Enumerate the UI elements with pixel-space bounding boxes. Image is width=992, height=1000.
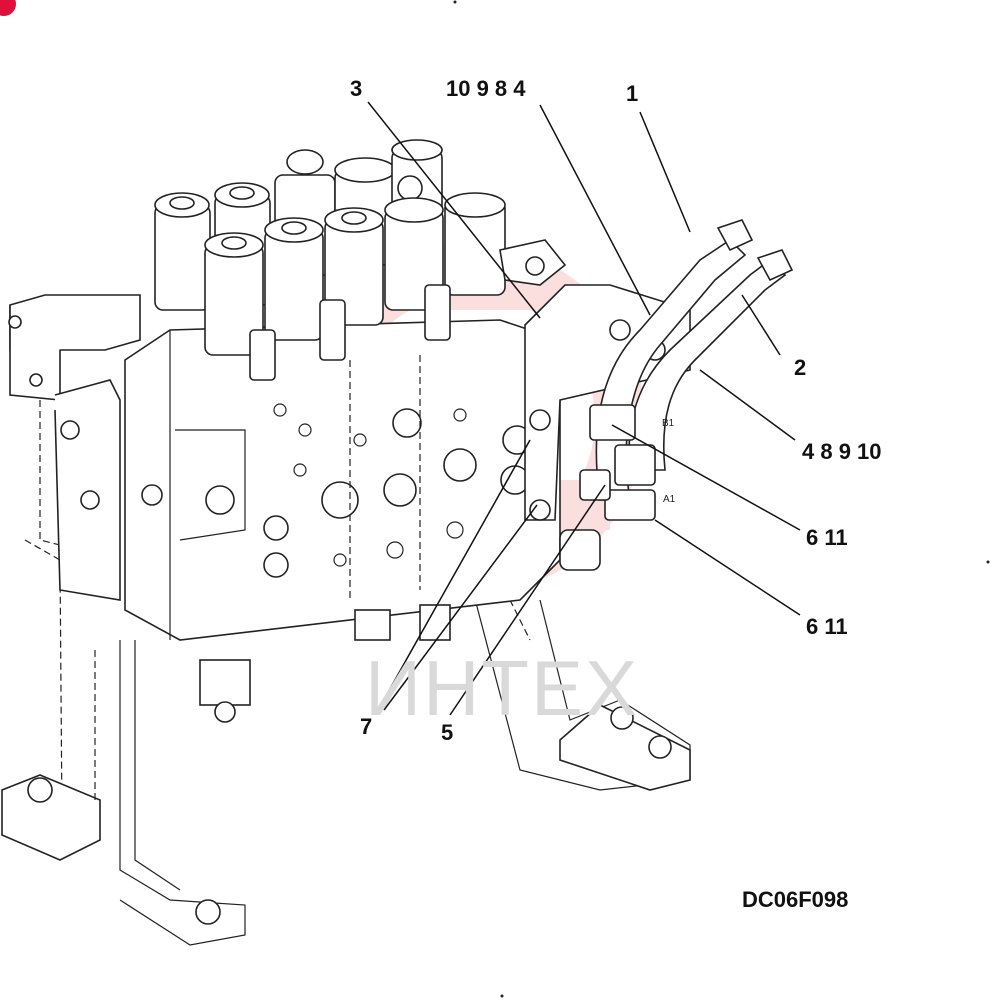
callout-3: 3 bbox=[350, 76, 362, 101]
dot-mark bbox=[453, 0, 457, 4]
dot-mark bbox=[500, 994, 504, 998]
corner-mark bbox=[0, 0, 16, 16]
dot-mark bbox=[986, 560, 990, 564]
bottom-fittings bbox=[199, 529, 601, 723]
left-end-block bbox=[8, 294, 141, 601]
callout-10-9-8-4: 10 9 8 4 bbox=[446, 76, 526, 101]
port-label-b1: B1 bbox=[662, 418, 675, 429]
port-label-a1: A1 bbox=[663, 494, 676, 505]
callout-5: 5 bbox=[441, 720, 453, 745]
drawing-code: DC06F098 bbox=[742, 887, 848, 912]
callout-6-11-upper: 6 11 bbox=[806, 525, 848, 550]
callout-6-11-lower: 6 11 bbox=[806, 614, 848, 639]
watermark-text: ИНТЕХ bbox=[365, 644, 639, 732]
callout-2: 2 bbox=[794, 355, 806, 380]
left-mount-bracket bbox=[1, 539, 246, 946]
callout-1: 1 bbox=[626, 81, 638, 106]
port-fittings bbox=[579, 404, 656, 521]
right-mount-bracket bbox=[469, 579, 691, 791]
solenoid-stack bbox=[154, 139, 567, 381]
callout-7: 7 bbox=[360, 714, 372, 739]
leader-lines bbox=[367, 101, 801, 716]
callout-4-8-9-10: 4 8 9 10 bbox=[802, 439, 882, 464]
valve-body bbox=[124, 319, 561, 641]
